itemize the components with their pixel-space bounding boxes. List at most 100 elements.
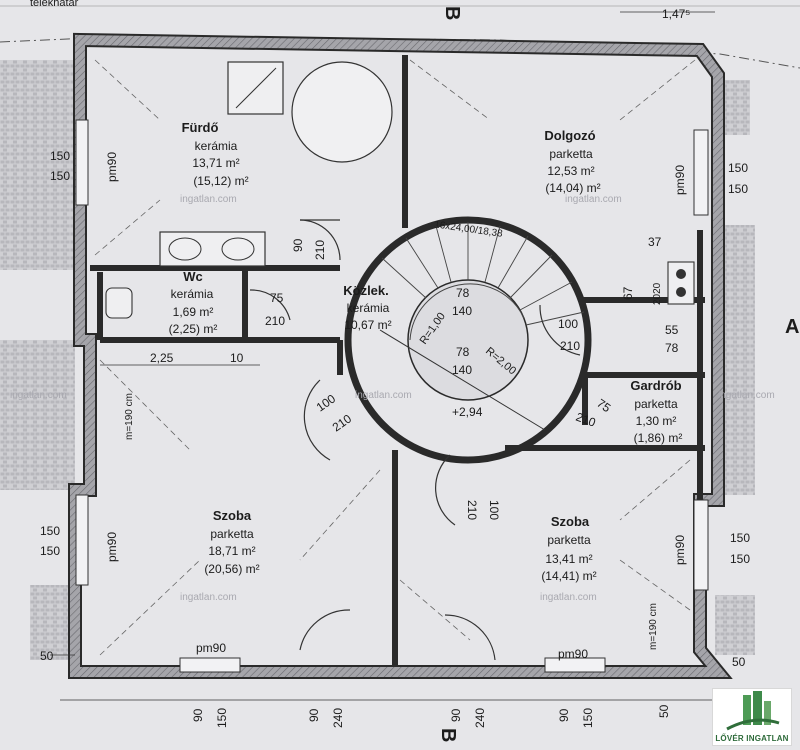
room-kozlek: Közlek. kerámia 10,67 m²	[343, 283, 391, 332]
ceiling-diagonals	[94, 59, 696, 656]
watermark: ingatlan.com	[10, 390, 67, 401]
brick-surroundings	[0, 60, 755, 660]
dim-210-wc: 210	[265, 314, 285, 328]
dim-240-b1: 240	[331, 708, 345, 728]
dim-150-b: 150	[50, 169, 70, 183]
room-wc: Wc kerámia 1,69 m² (2,25) m²	[169, 269, 218, 336]
room-floor: kerámia	[171, 287, 214, 301]
room-name: Szoba	[213, 508, 252, 523]
room-area-gross: (14,41) m²	[541, 569, 596, 583]
room-floor: parketta	[549, 147, 593, 161]
dim-210-door: 210	[313, 240, 327, 260]
room-name: Szoba	[551, 514, 590, 529]
dim-140-upper: 140	[452, 304, 472, 318]
dim-90-b3: 90	[449, 708, 463, 722]
watermark: ingatlan.com	[355, 390, 412, 401]
dim-67: 67	[621, 286, 635, 300]
room-area-gross: (1,86) m²	[634, 431, 683, 445]
bathroom-fixtures	[105, 61, 695, 319]
room-floor: parketta	[210, 527, 254, 541]
dim-150-g: 150	[730, 531, 750, 545]
room-area: 13,71 m²	[192, 156, 239, 170]
dim-78-boiler: 78	[665, 341, 679, 355]
stair-level: +2,94	[452, 405, 483, 419]
watermark: ingatlan.com	[180, 194, 237, 205]
dim-75-gardrob: 75	[594, 396, 613, 415]
dim-50-left: 50	[40, 649, 54, 663]
watermarks: ingatlan.com ingatlan.com ingatlan.com i…	[10, 194, 775, 603]
logo-text: LŐVÉR INGATLAN	[715, 734, 789, 743]
watermark: ingatlan.com	[718, 390, 775, 401]
double-sink	[159, 231, 266, 267]
boiler	[667, 261, 695, 305]
room-area: 1,30 m²	[636, 414, 677, 428]
dim-75-wc: 75	[270, 291, 284, 305]
room-area: 10,67 m²	[344, 318, 391, 332]
room-name: Közlek.	[343, 283, 389, 298]
room-area-gross: (20,56) m²	[204, 562, 259, 576]
dim-150-b2: 150	[581, 708, 595, 728]
room-floor: parketta	[547, 533, 591, 547]
room-area: 13,41 m²	[545, 552, 592, 566]
dim-pm90-bottom-right: pm90	[558, 647, 588, 661]
dim-pm90-right-2: pm90	[673, 535, 687, 565]
room-floor: kerámia	[347, 301, 390, 315]
dim-pm90-left-1: pm90	[105, 152, 119, 182]
dim-100-left: 100	[314, 391, 339, 414]
bathtub-round	[291, 61, 393, 163]
dim-50-b: 50	[657, 704, 671, 718]
dim-pm90-right-1: pm90	[673, 165, 687, 195]
dim-m190-left: m=190 cm	[124, 393, 135, 440]
watermark: ingatlan.com	[565, 194, 622, 205]
dim-210-gardrob: 210	[574, 410, 598, 430]
room-szoba-left: Szoba parketta 18,71 m² (20,56) m²	[204, 508, 259, 576]
room-area: 12,53 m²	[547, 164, 594, 178]
lover-ingatlan-logo: LŐVÉR INGATLAN	[712, 688, 792, 746]
dim-150-c: 150	[728, 161, 748, 175]
dim-140-lower: 140	[452, 363, 472, 377]
windows	[75, 119, 709, 673]
dim-150-a: 150	[50, 149, 70, 163]
dim-100-bottom-door: 100	[487, 500, 501, 520]
dim-2020: 2020	[652, 282, 663, 305]
room-gardrob: Gardrób parketta 1,30 m² (1,86) m²	[630, 378, 682, 445]
dim-90-b2: 90	[307, 708, 321, 722]
outer-walls	[68, 32, 733, 679]
dim-150-d: 150	[728, 182, 748, 196]
room-area: 1,69 m²	[173, 305, 214, 319]
dim-top-right: 1,47⁵	[662, 7, 690, 21]
room-area-gross: (2,25) m²	[169, 322, 218, 336]
dim-pm90-bottom-left: pm90	[196, 641, 226, 655]
room-szoba-right: Szoba parketta 13,41 m² (14,41) m²	[541, 514, 596, 583]
door-swings	[249, 219, 581, 661]
dim-37: 37	[648, 235, 662, 249]
spiral-stair	[344, 216, 592, 464]
dim-90-door: 90	[291, 238, 305, 252]
dim-150-f: 150	[40, 544, 60, 558]
dim-50-right: 50	[732, 655, 746, 669]
dim-10: 10	[230, 351, 244, 365]
room-area: 18,71 m²	[208, 544, 255, 558]
logo-buildings-icon	[726, 691, 780, 731]
dim-150-b1: 150	[215, 708, 229, 728]
dim-150-h: 150	[730, 552, 750, 566]
interior-walls	[90, 55, 705, 665]
room-area-gross: (14,04) m²	[545, 181, 600, 195]
dim-225: 2,25	[150, 351, 174, 365]
dim-210-bottom-door: 210	[465, 500, 479, 520]
watermark: ingatlan.com	[540, 592, 597, 603]
room-floor: kerámia	[195, 139, 238, 153]
section-mark-bottom: B	[437, 728, 459, 742]
section-mark-right: A	[785, 316, 799, 338]
dim-210-left: 210	[330, 411, 355, 434]
toilet	[105, 287, 133, 319]
dim-90-b4: 90	[557, 708, 571, 722]
room-name: Wc	[183, 269, 203, 284]
dim-90-b1: 90	[191, 708, 205, 722]
dimension-labels: 150 150 pm90 150 150 pm90 90 210 75 210 …	[40, 149, 750, 728]
watermark: ingatlan.com	[180, 592, 237, 603]
dimension-lines	[50, 11, 720, 701]
room-name: Gardrób	[630, 378, 681, 393]
dim-240-b2: 240	[473, 708, 487, 728]
